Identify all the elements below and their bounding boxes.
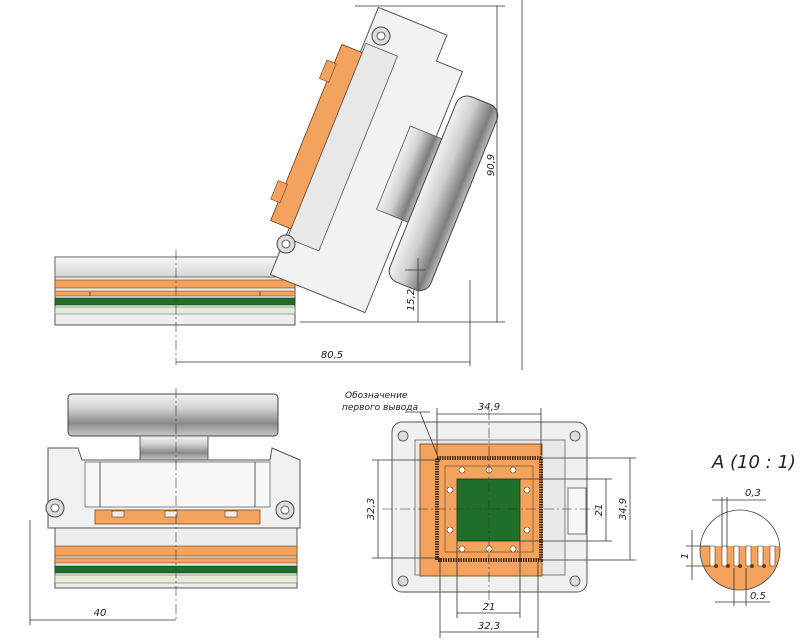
orange-layer-mid (54, 290, 296, 297)
pin1-note-line2: первого вывода (342, 403, 418, 413)
dim-left-height: 32,3 (366, 498, 377, 520)
pin1-note-line1: Обозначение (345, 391, 408, 401)
plan-chip (456, 478, 521, 542)
dim-top-width: 34,9 (478, 402, 500, 413)
detail-dim-length: 1 (680, 553, 691, 559)
detail-title: A (10 : 1) (711, 452, 796, 473)
side-view-open: 90,9 15,2 80,5 (54, 0, 523, 370)
dim-width-front: 40 (94, 608, 107, 619)
front-orange-strip (94, 509, 261, 525)
lid-knob (388, 95, 499, 292)
dim-right-height: 34,9 (618, 498, 629, 520)
dim-inner-vertical: 21 (594, 504, 605, 517)
plan-view: Обозначение первого вывода 34,9 32,3 21 … (342, 391, 636, 638)
dim-height-total: 90,9 (486, 154, 497, 176)
front-knob (67, 393, 279, 437)
detail-dim-gap: 0,5 (750, 591, 766, 602)
detail-a: A (10 : 1) 0,3 (680, 452, 796, 606)
dim-bottom-outer: 32,3 (478, 621, 500, 632)
dim-height-base: 15,2 (406, 289, 417, 311)
orange-layer-top (54, 279, 296, 289)
pcb-green-layer (54, 297, 296, 306)
dim-bottom-inner: 21 (483, 602, 496, 613)
detail-circle (699, 509, 781, 591)
dim-length-open: 80,5 (321, 350, 343, 361)
front-view-closed: 40 (29, 388, 301, 625)
detail-dim-pitch: 0,3 (745, 488, 761, 499)
plan-latch (567, 487, 587, 535)
